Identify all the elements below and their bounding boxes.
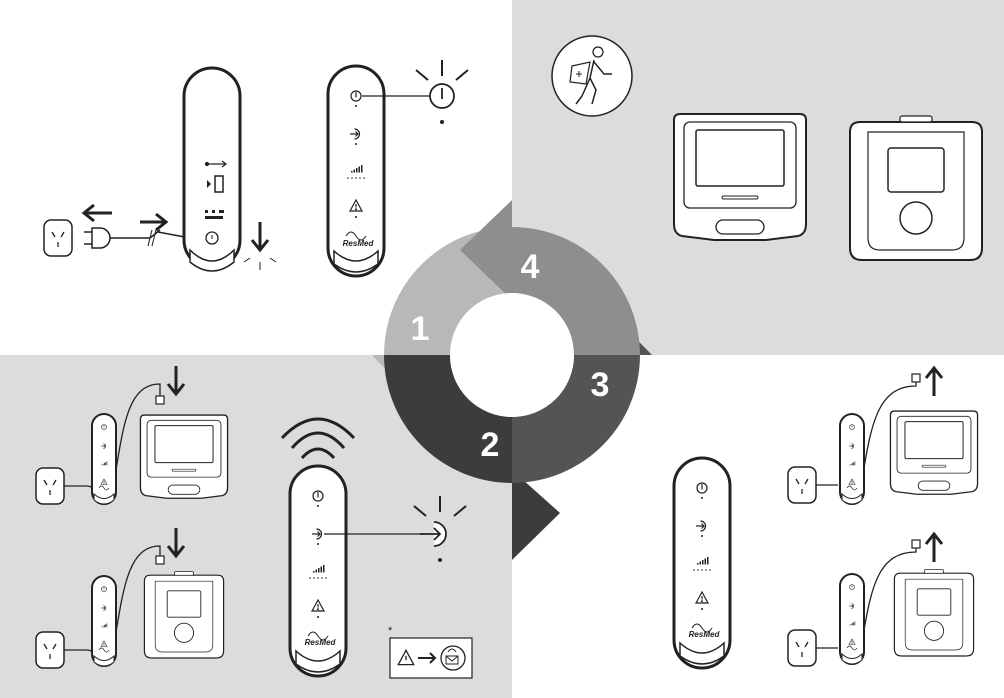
usb-icon (204, 160, 227, 168)
airmini-device (143, 570, 225, 659)
disconnect-arrow-icon (924, 532, 944, 564)
step-2-connect: ResMed * (35, 364, 473, 679)
wall-socket-icon (787, 466, 817, 504)
brand-logo: ResMed (305, 638, 337, 647)
step-4-label: 4 (521, 248, 540, 286)
remote-device-small (840, 414, 864, 504)
airmini-device (849, 115, 983, 261)
step-1-power-on (43, 66, 277, 272)
cycle-arrow-3 (512, 355, 640, 483)
remote-device-small (840, 574, 864, 664)
bluetooth-light-icon (413, 496, 467, 562)
footnote-marker: * (388, 625, 393, 637)
disconnect-arrow-icon (924, 366, 944, 398)
remote-back-view (182, 66, 242, 272)
plug-in-arrow-icon (140, 212, 169, 232)
step-4-travel (551, 35, 983, 261)
wall-socket-icon (35, 631, 65, 669)
wall-socket-icon (35, 467, 65, 505)
press-flash-icon (243, 257, 277, 270)
wall-socket-icon (787, 629, 817, 667)
cycle-diagram: 1 2 3 4 (372, 200, 652, 560)
step-1-label: 1 (411, 310, 430, 348)
support-icon (440, 645, 466, 671)
wall-socket-icon (43, 219, 73, 257)
step-1-power-light: ResMed (328, 60, 469, 276)
brand-logo: ResMed (689, 630, 721, 639)
unplug-arrow-icon (81, 203, 112, 223)
step-2-label: 2 (481, 426, 500, 464)
warning-icon (397, 648, 415, 666)
step-3-label: 3 (591, 366, 610, 404)
traveler-icon (551, 35, 633, 117)
airmini-device (893, 568, 975, 657)
power-light-icon (415, 60, 469, 124)
press-arrow-icon (250, 220, 270, 252)
airsense-device (889, 410, 979, 495)
cycle-arrow-2 (384, 355, 512, 483)
wifi-icon (280, 417, 356, 460)
cycle-arrow-4 (512, 227, 640, 355)
brand-logo: ResMed (343, 239, 375, 248)
step-3-disconnect: ResMed (674, 366, 979, 668)
plug-icon (84, 227, 191, 249)
airsense-device (139, 414, 229, 499)
warning-to-support-box (389, 637, 473, 679)
airsense-device (673, 113, 807, 241)
remote-device-small (92, 414, 116, 504)
remote-device-small (92, 576, 116, 666)
